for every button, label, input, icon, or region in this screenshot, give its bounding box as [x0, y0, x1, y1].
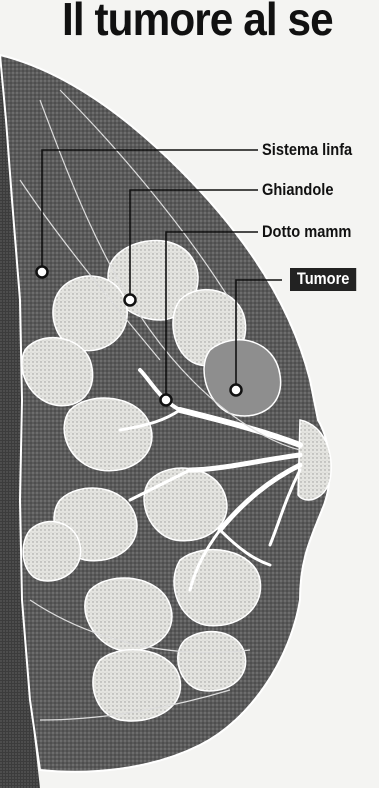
marker-duct — [161, 395, 172, 406]
marker-glands — [125, 295, 136, 306]
marker-tumor — [231, 385, 242, 396]
page-title: Il tumore al se — [62, 0, 333, 46]
label-glands: Ghiandole — [262, 180, 333, 200]
label-milk-duct: Dotto mamm — [262, 222, 351, 242]
nipple — [298, 420, 331, 500]
label-lymph-system: Sistema linfa — [262, 140, 352, 160]
label-tumor: Tumore — [290, 268, 356, 291]
marker-lymph — [37, 267, 48, 278]
